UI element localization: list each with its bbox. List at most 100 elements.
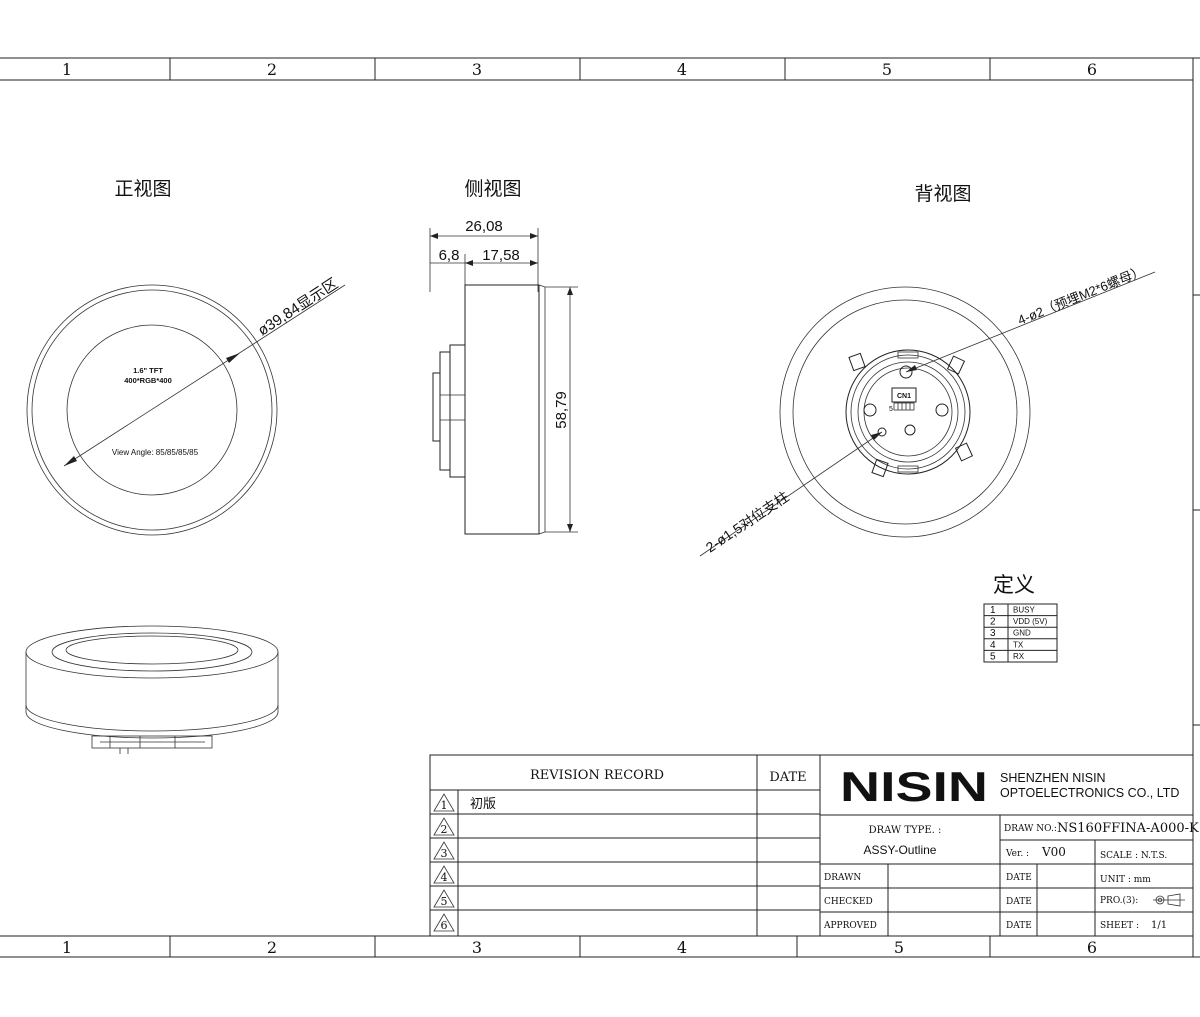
arrowhead — [530, 233, 538, 239]
sheet-value: 1/1 — [1151, 920, 1167, 931]
dim-total-label: 26,08 — [465, 218, 503, 235]
grid-label-top: 1 — [62, 60, 72, 79]
grid-labels-bottom: 1 2 3 4 5 6 — [62, 938, 1097, 957]
arrowhead — [871, 432, 882, 440]
back-outer-ring — [779, 286, 1031, 538]
unit-label: UNIT : mm — [1100, 875, 1151, 885]
perspective-bottom-edge — [25, 711, 279, 739]
pin-table: 定义 1 BUSY 2 VDD (5V) 3 GND 4 TX 5 RX — [983, 574, 1058, 663]
drawn-label: DRAWN — [824, 873, 861, 883]
date-label: DATE — [1006, 897, 1032, 907]
front-display-area — [66, 324, 238, 496]
mount-hole — [899, 365, 913, 379]
holes-leader-line — [905, 271, 1156, 373]
side-rear-module — [449, 344, 466, 478]
date-label: DATE — [1006, 921, 1032, 931]
approved-label: APPROVED — [823, 921, 877, 931]
revision-triangle: 4 — [433, 865, 455, 884]
revision-triangle: 3 — [433, 841, 455, 860]
draw-no-label: DRAW NO.: — [1004, 824, 1057, 834]
sheet-label: SHEET : — [1100, 921, 1139, 931]
revision-date-header: DATE — [769, 770, 806, 785]
company-name-line2: OPTOELECTRONICS CO., LTD — [1000, 786, 1179, 800]
perspective-display — [65, 635, 239, 665]
date-label: DATE — [1006, 873, 1032, 883]
revision-number: 3 — [441, 847, 448, 860]
ver-label: Ver. : — [1005, 849, 1029, 859]
grid-labels-top: 1 2 3 4 5 6 — [62, 60, 1097, 79]
back-view-title: 背视图 — [914, 183, 971, 205]
perspective-rear-module — [91, 735, 213, 749]
diameter-leader-line — [63, 284, 346, 467]
front-outer-ring — [26, 284, 278, 536]
draw-type-value: ASSY-Outline — [864, 843, 937, 857]
grid-label-top: 3 — [472, 60, 482, 79]
pin-name: BUSY — [1013, 606, 1035, 615]
pin-name: GND — [1013, 629, 1031, 638]
company-name-line1: SHENZHEN NISIN — [1000, 771, 1106, 785]
scale-label: SCALE : N.T.S. — [1100, 851, 1167, 861]
pin-name: TX — [1013, 640, 1024, 649]
arrowhead — [567, 287, 573, 295]
back-mount-ring — [845, 349, 971, 475]
perspective-view — [25, 625, 279, 754]
side-view: 侧视图 26,08 6,8 17,58 58,79 — [429, 178, 578, 535]
perspective-top-ellipse — [25, 625, 279, 679]
arrowhead — [567, 524, 573, 532]
grid-label-bottom: 3 — [472, 938, 482, 957]
dim-b-label: 17,58 — [482, 247, 520, 264]
front-view-title: 正视图 — [114, 178, 171, 200]
connector-label: CN1 — [897, 393, 911, 400]
company-logo: NISIN — [840, 763, 988, 810]
pin-table-title: 定义 — [993, 574, 1035, 597]
arrowhead — [530, 260, 538, 266]
revision-number: 5 — [441, 895, 448, 908]
revision-number: 6 — [441, 919, 448, 932]
grid-label-bottom: 6 — [1087, 938, 1097, 957]
connector-cn1 — [891, 387, 917, 403]
grid-label-bottom: 5 — [894, 938, 904, 957]
side-view-title: 侧视图 — [464, 178, 521, 200]
mount-hole — [863, 403, 877, 417]
revision-header: REVISION RECORD — [530, 768, 664, 783]
pin-number: 1 — [990, 605, 996, 616]
title-block: REVISION RECORD DATE 初版 1 2 3 4 5 6 — [429, 754, 1199, 937]
back-view: 背视图 CN1 5 4-ø2（预埋M2*6螺母） — [699, 183, 1156, 557]
dim-a-label: 6,8 — [439, 247, 460, 264]
front-bezel — [31, 289, 273, 531]
grid-label-top: 2 — [267, 60, 277, 79]
arrowhead — [226, 353, 240, 363]
tft-size-label: 1.6" TFT — [133, 366, 163, 375]
revision-triangle: 2 — [433, 817, 455, 836]
pin-name: VDD (5V) — [1013, 617, 1048, 626]
pin-number: 2 — [990, 617, 996, 628]
ver-value: V00 — [1041, 845, 1066, 859]
grid-label-bottom: 2 — [267, 938, 277, 957]
first-revision-note: 初版 — [470, 796, 496, 811]
revision-triangle: 5 — [433, 889, 455, 908]
posts-label: 2-ø1,5对位支柱 — [703, 488, 792, 555]
grid-label-top: 6 — [1087, 60, 1097, 79]
revision-number: 4 — [441, 871, 448, 884]
pin-name: RX — [1013, 652, 1025, 661]
side-body — [464, 284, 540, 535]
company-block — [819, 754, 1194, 937]
grid-label-top: 4 — [677, 60, 687, 79]
front-view: 正视图 1.6" TFT 400*RGB*400 View Angle: 85/… — [26, 178, 346, 536]
draw-type-label: DRAW TYPE. : — [869, 825, 942, 836]
pin-number: 3 — [990, 628, 996, 639]
back-inner-ring — [792, 299, 1018, 525]
arrowhead — [430, 233, 438, 239]
locating-post — [877, 427, 887, 437]
locating-post — [904, 424, 916, 436]
dim-height-label: 58,79 — [553, 391, 570, 429]
revision-triangle: 6 — [433, 913, 455, 932]
arrowhead — [64, 456, 77, 466]
grid-label-bottom: 4 — [677, 938, 687, 957]
tft-resolution-label: 400*RGB*400 — [124, 376, 172, 385]
view-angle-label: View Angle: 85/85/85/85 — [112, 448, 199, 457]
projection-symbol-icon — [1153, 893, 1185, 907]
holes-label: 4-ø2（预埋M2*6螺母） — [1016, 263, 1147, 328]
pin-number-label: 5 — [889, 406, 893, 413]
